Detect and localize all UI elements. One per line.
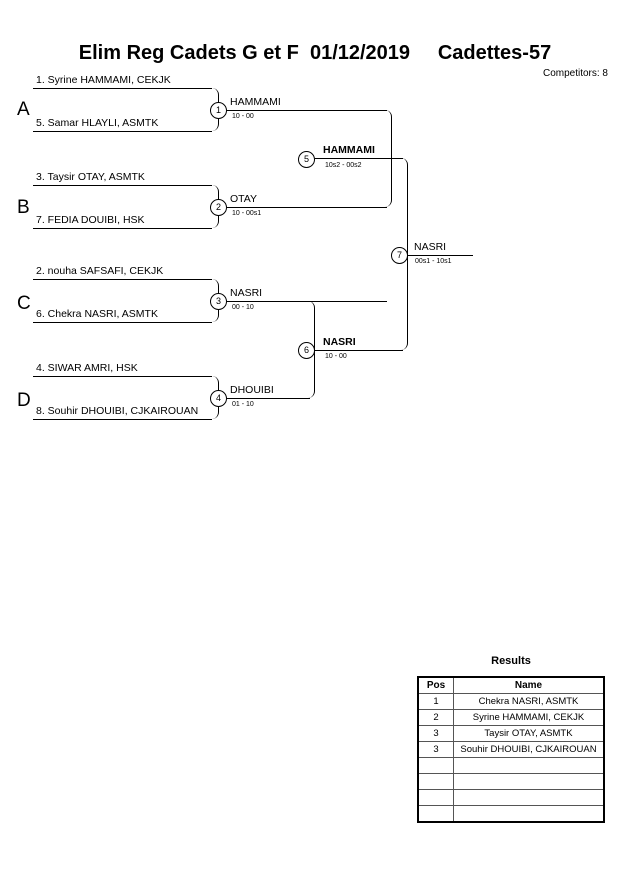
bracket-elbow-top-match-6 bbox=[303, 301, 309, 302]
bracket-elbow-top-match-4 bbox=[204, 376, 212, 377]
match-circle-7[interactable]: 7 bbox=[391, 247, 408, 264]
results-name: Souhir DHOUIBI, CJKAIROUAN bbox=[453, 741, 605, 758]
bracket-elbow-top-match-7 bbox=[396, 158, 402, 159]
match-score-2: 10 - 00s1 bbox=[232, 210, 262, 217]
results-table: Pos Name 1 Chekra NASRI, ASMTK 2 Syrine … bbox=[417, 676, 605, 823]
match-circle-3[interactable]: 3 bbox=[210, 293, 227, 310]
group-label-b: B bbox=[17, 197, 30, 218]
match-circle-4[interactable]: 4 bbox=[210, 390, 227, 407]
bracket-line-match-2-out bbox=[227, 207, 387, 208]
results-pos bbox=[417, 757, 454, 774]
match-score-7: 00s1 - 10s1 bbox=[415, 258, 452, 265]
bracket-elbow-top-match-2 bbox=[204, 185, 212, 186]
bracket-line-entry-6 bbox=[33, 322, 211, 323]
results-header-row: Pos Name bbox=[417, 676, 605, 694]
match-circle-1[interactable]: 1 bbox=[210, 102, 227, 119]
match-winner-6: NASRI bbox=[323, 336, 356, 348]
results-pos: 1 bbox=[417, 693, 454, 710]
bracket-elbow-top-match-5 bbox=[380, 110, 386, 111]
entry-label-1: 1. Syrine HAMMAMI, CEKJK bbox=[36, 74, 171, 86]
entry-label-8: 8. Souhir DHOUIBI, CJKAIROUAN bbox=[36, 405, 199, 417]
match-winner-3: NASRI bbox=[230, 287, 263, 299]
bracket-line-entry-8 bbox=[33, 419, 211, 420]
match-circle-5[interactable]: 5 bbox=[298, 151, 315, 168]
bracket-line-match-6-out bbox=[315, 350, 403, 351]
entry-label-2: 2. nouha SAFSAFI, CEKJK bbox=[36, 265, 164, 277]
results-pos: 3 bbox=[417, 725, 454, 742]
results-pos: 2 bbox=[417, 709, 454, 726]
bracket-elbow-top-match-1 bbox=[204, 88, 212, 89]
match-winner-2: OTAY bbox=[230, 193, 258, 205]
results-title: Results bbox=[491, 655, 531, 667]
results-pos bbox=[417, 789, 454, 806]
match-score-3: 00 - 10 bbox=[232, 304, 254, 311]
entry-label-4: 4. SIWAR AMRI, HSK bbox=[36, 362, 138, 374]
match-winner-4: DHOUIBI bbox=[230, 384, 274, 396]
results-pos bbox=[417, 805, 454, 823]
match-winner-5: HAMMAMI bbox=[323, 144, 375, 156]
results-name bbox=[453, 805, 605, 823]
bracket-line-entry-1 bbox=[33, 88, 211, 89]
competitors-count: Competitors: 8 bbox=[542, 68, 608, 79]
bracket-elbow-top-match-3 bbox=[204, 279, 212, 280]
match-score-4: 01 - 10 bbox=[232, 401, 254, 408]
bracket-line-entry-2 bbox=[33, 279, 211, 280]
table-row: 1 Chekra NASRI, ASMTK bbox=[417, 693, 605, 710]
match-winner-7: NASRI bbox=[414, 241, 447, 253]
table-row: 3 Taysir OTAY, ASMTK bbox=[417, 725, 605, 742]
bracket-elbow-bot-match-6 bbox=[303, 398, 309, 399]
results-name: Chekra NASRI, ASMTK bbox=[453, 693, 605, 710]
group-label-c: C bbox=[17, 293, 31, 314]
bracket-elbow-bot-match-4 bbox=[204, 419, 212, 420]
bracket-line-entry-5 bbox=[33, 131, 211, 132]
bracket-elbow-bot-match-7 bbox=[396, 350, 402, 351]
entry-label-7: 7. FEDIA DOUIBI, HSK bbox=[36, 214, 145, 226]
bracket-elbow-bot-match-3 bbox=[204, 322, 212, 323]
match-winner-1: HAMMAMI bbox=[230, 96, 281, 108]
bracket-line-match-7-out bbox=[407, 255, 473, 256]
bracket-elbow-bot-match-2 bbox=[204, 228, 212, 229]
table-row bbox=[417, 789, 605, 806]
results-name bbox=[453, 773, 605, 790]
bracket-elbow-bot-match-1 bbox=[204, 131, 212, 132]
table-row: 3 Souhir DHOUIBI, CJKAIROUAN bbox=[417, 741, 605, 758]
table-row bbox=[417, 773, 605, 790]
bracket-elbow-bot-match-5 bbox=[380, 207, 386, 208]
results-name bbox=[453, 757, 605, 774]
results-col-pos: Pos bbox=[417, 676, 454, 694]
entry-label-3: 3. Taysir OTAY, ASMTK bbox=[36, 171, 145, 183]
results-name: Syrine HAMMAMI, CEKJK bbox=[453, 709, 605, 726]
bracket-line-match-4-out bbox=[227, 398, 310, 399]
page-title: Elim Reg Cadets G et F 01/12/2019 Cadett… bbox=[78, 42, 552, 64]
results-pos bbox=[417, 773, 454, 790]
bracket-line-entry-4 bbox=[33, 376, 211, 377]
match-score-1: 10 - 00 bbox=[232, 113, 254, 120]
match-score-5: 10s2 - 00s2 bbox=[325, 162, 362, 169]
entry-label-6: 6. Chekra NASRI, ASMTK bbox=[36, 308, 158, 320]
group-label-a: A bbox=[17, 99, 30, 120]
table-row: 2 Syrine HAMMAMI, CEKJK bbox=[417, 709, 605, 726]
match-score-6: 10 - 00 bbox=[325, 353, 347, 360]
match-circle-2[interactable]: 2 bbox=[210, 199, 227, 216]
results-col-name: Name bbox=[453, 676, 605, 694]
bracket-line-entry-7 bbox=[33, 228, 211, 229]
group-label-d: D bbox=[17, 390, 31, 411]
table-row bbox=[417, 805, 605, 823]
results-name: Taysir OTAY, ASMTK bbox=[453, 725, 605, 742]
bracket-line-match-5-out bbox=[315, 158, 403, 159]
table-row bbox=[417, 757, 605, 774]
match-circle-6[interactable]: 6 bbox=[298, 342, 315, 359]
bracket-line-entry-3 bbox=[33, 185, 211, 186]
entry-label-5: 5. Samar HLAYLI, ASMTK bbox=[36, 117, 159, 129]
results-name bbox=[453, 789, 605, 806]
bracket-line-match-1-out bbox=[227, 110, 387, 111]
results-pos: 3 bbox=[417, 741, 454, 758]
